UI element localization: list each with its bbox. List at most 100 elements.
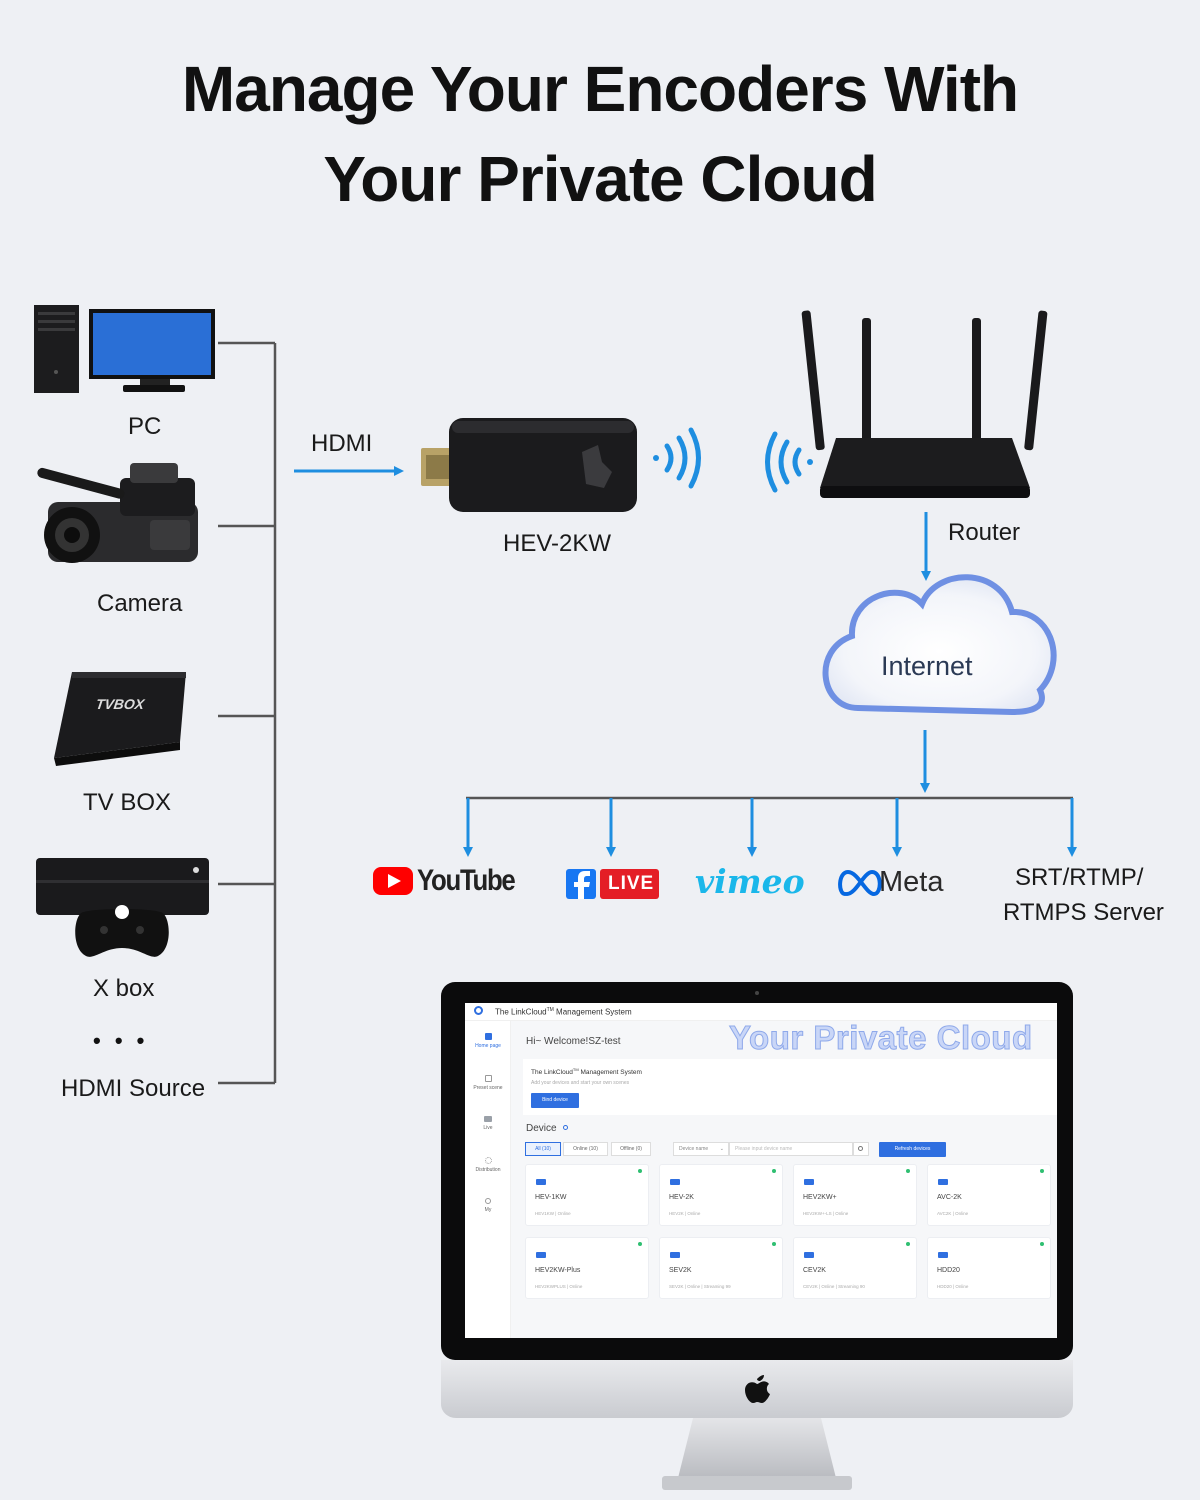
tvbox-icon (54, 672, 186, 766)
nav-home-label: Home page (475, 1043, 501, 1049)
nav-my-label: My (484, 1207, 492, 1213)
source-label-camera: Camera (97, 590, 183, 617)
chevron-down-icon: ⌄ (719, 1146, 724, 1152)
server-label-line2: RTMPS Server (1003, 899, 1164, 926)
encoder-label: HEV-2KW (503, 530, 612, 557)
nav-my[interactable]: My (465, 1198, 511, 1213)
overlay-title: Your Private Cloud (729, 1019, 1033, 1057)
headline-line-2: Your Private Cloud (323, 143, 877, 215)
main-area: Hi~ Welcome!SZ-test Your Private Cloud T… (511, 1019, 1057, 1338)
online-dot (638, 1169, 642, 1173)
source-label-hdmi: HDMI Source (61, 1075, 206, 1102)
facebook-logo-icon (566, 869, 659, 899)
device-chip-icon (670, 1179, 680, 1185)
welcome-text: Hi~ Welcome!SZ-test (526, 1036, 621, 1047)
vimeo-wordmark: vimeo (695, 862, 805, 901)
hdmi-label: HDMI (311, 430, 373, 457)
online-dot (772, 1169, 776, 1173)
device-card[interactable]: SEV2K SEV2K | Online | Streaming 99 (659, 1237, 783, 1299)
nav-live-label: Live (483, 1125, 493, 1131)
nav-home[interactable]: Home page (465, 1033, 511, 1049)
tvbox-print: TVBOX (94, 696, 146, 712)
online-dot (772, 1242, 776, 1246)
bind-device-button[interactable]: Bind device (531, 1093, 579, 1108)
distribution-bar (463, 796, 1077, 857)
device-name: SEV2K (669, 1267, 692, 1274)
search-type-value: Device name (679, 1146, 709, 1152)
router-label: Router (948, 519, 1021, 546)
headline-line-1: Manage Your Encoders With (181, 53, 1019, 125)
filter-offline[interactable]: Offline (0) (611, 1142, 651, 1156)
cube-icon (484, 1075, 492, 1082)
source-label-pc: PC (128, 413, 162, 440)
nav-distribution[interactable]: Distribution (465, 1157, 511, 1173)
internet-label: Internet (881, 651, 973, 681)
device-card[interactable]: HEV-1KW HEV1KW | Online (525, 1164, 649, 1226)
device-name: HEV2KW+ (803, 1194, 837, 1201)
device-chip-icon (536, 1179, 546, 1185)
online-dot (1040, 1169, 1044, 1173)
device-status: HEV2K | Online (669, 1211, 701, 1216)
device-chip-icon (670, 1252, 680, 1258)
info-icon (563, 1125, 568, 1130)
device-name: HEV-1KW (535, 1194, 567, 1201)
nav-preset[interactable]: Preset scene (465, 1075, 511, 1091)
server-label-line1: SRT/RTMP/ (1015, 864, 1144, 891)
router-device (801, 310, 1048, 498)
device-status: HEV2KW+-LS | Online (803, 1211, 849, 1216)
search-input[interactable]: Please input device name (729, 1142, 853, 1156)
device-card[interactable]: CEV2K CEV2K | Online | Streaming 90 (793, 1237, 917, 1299)
youtube-logo-icon (373, 867, 413, 895)
app-title: The LinkCloudTM Management System (495, 1007, 632, 1017)
filter-online[interactable]: Online (10) (563, 1142, 608, 1156)
device-status: CEV2K | Online | Streaming 90 (803, 1284, 865, 1289)
online-dot (638, 1242, 642, 1246)
youtube-wordmark: YouTube (417, 864, 516, 897)
device-chip-icon (938, 1179, 948, 1185)
user-icon (485, 1198, 491, 1204)
device-name: CEV2K (803, 1267, 826, 1274)
nav-live[interactable]: Live (465, 1116, 511, 1131)
device-chip-icon (804, 1252, 814, 1258)
panel-title: The LinkCloudTM Management System (531, 1067, 642, 1077)
device-heading: Device (526, 1123, 557, 1134)
facebook-live-wordmark: LIVE (608, 873, 655, 894)
filter-all[interactable]: All (10) (525, 1142, 561, 1156)
refresh-devices-button[interactable]: Refresh devices (879, 1142, 946, 1157)
app-logo-icon (474, 1006, 483, 1015)
panel-subtitle: Add your devices and start your own scen… (531, 1080, 630, 1086)
device-status: SEV2K | Online | Streaming 99 (669, 1284, 731, 1289)
device-status: AVC2K | Online (937, 1211, 969, 1216)
device-status: HDD20 | Online (937, 1284, 969, 1289)
nav-distribution-label: Distribution (475, 1167, 501, 1173)
more-sources-ellipsis: • • • (93, 1028, 149, 1053)
pc-icon (34, 305, 215, 393)
nav-preset-label: Preset scene (473, 1085, 503, 1091)
device-status: HEV1KW | Online (535, 1211, 571, 1216)
device-status: HEV2KWPLUS | Online (535, 1284, 583, 1289)
search-button[interactable] (853, 1142, 869, 1156)
meta-logo-icon (838, 869, 882, 897)
device-card[interactable]: HEV2KW+ HEV2KW+-LS | Online (793, 1164, 917, 1226)
source-bracket (218, 341, 277, 1085)
encoder-device (421, 418, 637, 512)
device-chip-icon (804, 1179, 814, 1185)
wifi-signal-icon-encoder (653, 427, 701, 489)
search-icon (858, 1146, 863, 1151)
device-name: HDD20 (937, 1267, 960, 1274)
meta-wordmark: Meta (879, 866, 944, 898)
online-dot (1040, 1242, 1044, 1246)
xbox-icon (36, 858, 209, 957)
online-dot (906, 1242, 910, 1246)
monitor-screen: The LinkCloudTM Management System Home p… (465, 1003, 1057, 1338)
source-label-xbox: X box (93, 975, 155, 1002)
wifi-signal-icon-router (765, 431, 813, 493)
device-chip-icon (938, 1252, 948, 1258)
home-icon (484, 1033, 492, 1040)
camera-icon (37, 463, 198, 563)
search-type-select[interactable]: Device name ⌄ (673, 1142, 729, 1156)
